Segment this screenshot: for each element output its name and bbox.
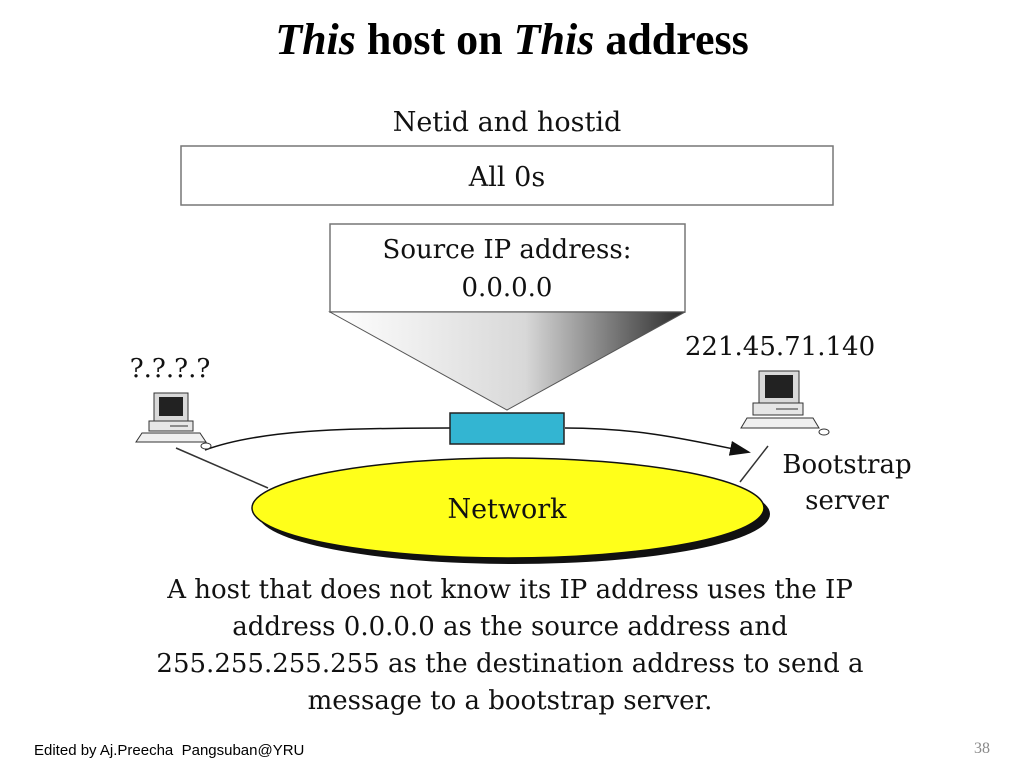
message-path-arrow — [204, 427, 748, 452]
left-host-computer-icon — [135, 392, 212, 450]
all-zeros-box — [180, 145, 834, 206]
netid-hostid-label: Netid and hostid — [393, 107, 622, 138]
right-host-computer-icon — [740, 370, 830, 436]
source-ip-box — [329, 223, 686, 313]
source-ip-line2: 0.0.0.0 — [462, 273, 553, 303]
footer-credit: Edited by Aj.Preecha Pangsuban@YRU — [34, 742, 305, 759]
left-host-link — [175, 447, 269, 489]
title-middle: host on — [355, 15, 514, 64]
network-label: Network — [447, 494, 567, 525]
title-this-2: This — [513, 15, 595, 64]
title-end: address — [594, 15, 749, 64]
left-host-ip: ?.?.?.? — [130, 354, 211, 384]
source-ip-line1: Source IP address: — [383, 235, 632, 265]
server-label-line1: Bootstrap — [782, 450, 911, 480]
server-label-line2: server — [805, 486, 889, 516]
callout-funnel — [328, 311, 686, 411]
network-ellipse — [251, 457, 765, 559]
title-this-1: This — [275, 15, 356, 64]
diagram-caption: A host that does not know its IP address… — [156, 575, 864, 716]
slide-title: This host on This address — [0, 14, 1024, 65]
page-number: 38 — [974, 740, 990, 757]
packet — [449, 412, 565, 445]
all-zeros-label: All 0s — [468, 162, 545, 193]
right-host-ip: 221.45.71.140 — [685, 332, 875, 362]
